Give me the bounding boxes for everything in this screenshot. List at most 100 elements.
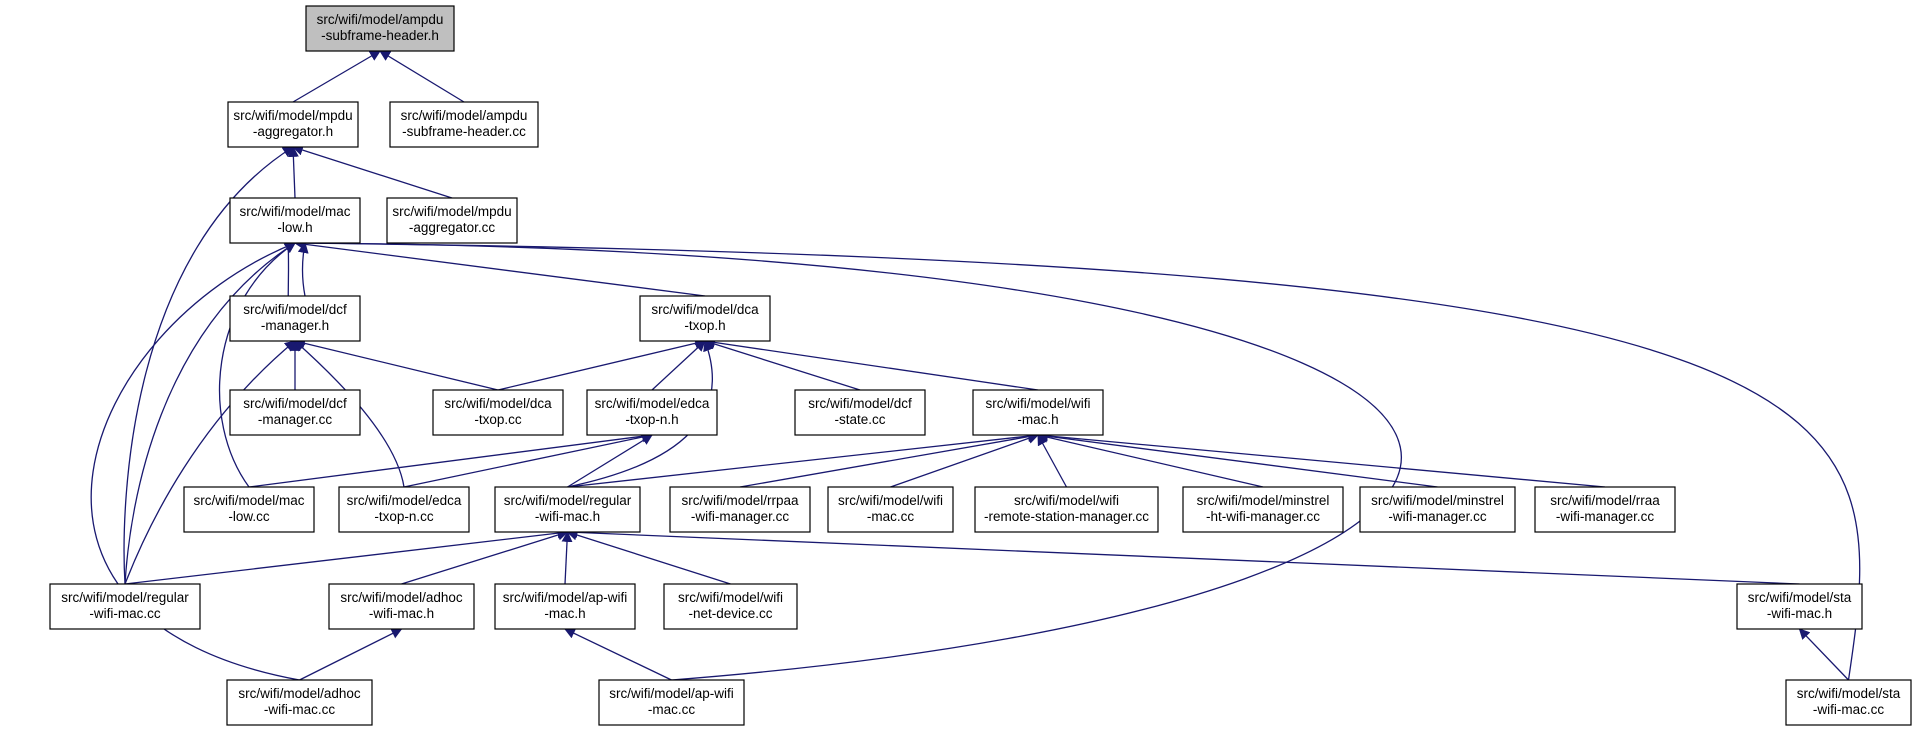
edge-dca_cc-to-dcfmgr_h <box>293 337 499 391</box>
edge-ampdu_cc-to-ampdu_h <box>379 50 465 103</box>
edge-maclow_cc-to-edca_h <box>248 430 654 488</box>
edge-regular_cc-to-maclow_h <box>124 242 296 585</box>
file-node-rrpaa_cc[interactable]: src/wifi/model/rrpaa-wifi-manager.cc <box>669 486 811 533</box>
file-node-label: src/wifi/model/ap-wifi <box>503 590 628 605</box>
file-node-box <box>226 679 373 726</box>
file-node-ap_cc[interactable]: src/wifi/model/ap-wifi-mac.cc <box>598 679 745 726</box>
edge-wifimac_h-to-dca_h <box>703 336 1039 391</box>
file-node-label: src/wifi/model/adhoc <box>238 686 361 701</box>
file-node-mpdu_agg_cc[interactable]: src/wifi/model/mpdu-aggregator.cc <box>386 197 518 244</box>
file-node-label: src/wifi/model/edca <box>595 396 710 411</box>
file-node-box <box>305 5 455 52</box>
file-node-label: -wifi-mac.cc <box>1813 702 1884 717</box>
file-node-rraa_cc[interactable]: src/wifi/model/rraa-wifi-manager.cc <box>1534 486 1676 533</box>
file-node-label: src/wifi/model/wifi <box>1014 493 1119 508</box>
file-node-wifimac_h[interactable]: src/wifi/model/wifi-mac.h <box>972 389 1104 436</box>
file-node-edca_h[interactable]: src/wifi/model/edca-txop-n.h <box>586 389 718 436</box>
file-node-label: src/wifi/model/sta <box>1797 686 1901 701</box>
file-node-wifimac_cc[interactable]: src/wifi/model/wifi-mac.cc <box>827 486 954 533</box>
file-node-label: -aggregator.h <box>253 124 333 139</box>
file-node-label: src/wifi/model/dcf <box>808 396 912 411</box>
file-node-box <box>794 389 926 436</box>
file-node-label: -txop-n.h <box>625 412 678 427</box>
file-node-label: src/wifi/model/rrpaa <box>681 493 799 508</box>
edge-regular_cc-to-regular_h <box>124 527 569 585</box>
file-node-label: src/wifi/model/edca <box>347 493 462 508</box>
file-node-dcfmgr_cc[interactable]: src/wifi/model/dcf-manager.cc <box>229 389 361 436</box>
edge-regular_cc-to-mpdu_agg_h <box>123 146 294 585</box>
file-node-regular_h[interactable]: src/wifi/model/regular-wifi-mac.h <box>494 486 641 533</box>
file-node-ap_h[interactable]: src/wifi/model/ap-wifi-mac.h <box>494 583 636 630</box>
file-node-sta_h[interactable]: src/wifi/model/sta-wifi-mac.h <box>1736 583 1863 630</box>
node-layer: src/wifi/model/ampdu-subframe-header.hsr… <box>49 5 1912 726</box>
file-node-edca_cc[interactable]: src/wifi/model/edca-txop-n.cc <box>338 486 470 533</box>
edge-sta_cc-to-sta_h <box>1798 628 1849 681</box>
file-node-adhoc_h[interactable]: src/wifi/model/adhoc-wifi-mac.h <box>328 583 475 630</box>
edge-edca_cc-to-dcfmgr_h <box>294 340 405 488</box>
file-node-dcfmgr_h[interactable]: src/wifi/model/dcf-manager.h <box>229 295 361 342</box>
file-node-box <box>227 101 359 148</box>
edge-mpdu_agg_cc-to-mpdu_agg_h <box>291 144 453 199</box>
file-node-box <box>1785 679 1912 726</box>
file-node-ampdu_cc[interactable]: src/wifi/model/ampdu-subframe-header.cc <box>389 101 539 148</box>
file-node-label: src/wifi/model/mpdu <box>233 108 352 123</box>
edge-ap_cc-to-maclow_h <box>293 237 1402 681</box>
file-node-label: src/wifi/model/mpdu <box>392 204 511 219</box>
file-node-label: -wifi-manager.cc <box>691 509 790 524</box>
file-node-label: -wifi-manager.cc <box>1556 509 1655 524</box>
file-node-dca_h[interactable]: src/wifi/model/dca-txop.h <box>639 295 771 342</box>
file-node-minstrel_cc[interactable]: src/wifi/model/minstrel-wifi-manager.cc <box>1359 486 1516 533</box>
file-node-box <box>598 679 745 726</box>
file-node-label: -wifi-mac.cc <box>264 702 335 717</box>
file-node-label: src/wifi/model/ap-wifi <box>609 686 734 701</box>
file-node-minht_cc[interactable]: src/wifi/model/minstrel-ht-wifi-manager.… <box>1182 486 1344 533</box>
file-node-label: src/wifi/model/sta <box>1748 590 1852 605</box>
file-node-dca_cc[interactable]: src/wifi/model/dca-txop.cc <box>432 389 564 436</box>
file-node-label: src/wifi/model/regular <box>61 590 189 605</box>
edge-rrpaa_cc-to-wifimac_h <box>739 431 1040 488</box>
file-node-netdev_cc[interactable]: src/wifi/model/wifi-net-device.cc <box>663 583 798 630</box>
edge-maclow_cc-to-maclow_h <box>218 242 296 488</box>
file-node-label: src/wifi/model/regular <box>504 493 632 508</box>
file-node-box <box>229 197 361 244</box>
file-node-mpdu_agg_h[interactable]: src/wifi/model/mpdu-aggregator.h <box>227 101 359 148</box>
file-node-label: src/wifi/model/ampdu <box>317 12 444 27</box>
file-node-box <box>229 389 361 436</box>
file-node-box <box>586 389 718 436</box>
file-node-box <box>494 583 636 630</box>
file-node-rsm_cc[interactable]: src/wifi/model/wifi-remote-station-manag… <box>974 486 1159 533</box>
file-node-box <box>389 101 539 148</box>
edge-regular_cc-to-dcfmgr_h <box>124 340 296 585</box>
file-node-box <box>1182 486 1344 533</box>
file-node-box <box>639 295 771 342</box>
file-node-ampdu_h[interactable]: src/wifi/model/ampdu-subframe-header.h <box>305 5 455 52</box>
file-node-box <box>1736 583 1863 630</box>
file-node-box <box>386 197 518 244</box>
file-node-sta_cc[interactable]: src/wifi/model/sta-wifi-mac.cc <box>1785 679 1912 726</box>
edge-sta_h-to-regular_h <box>566 526 1800 585</box>
file-node-box <box>183 486 315 533</box>
file-node-label: -txop.h <box>684 318 725 333</box>
file-node-label: -ht-wifi-manager.cc <box>1206 509 1320 524</box>
edge-dca_h-to-maclow_h <box>293 238 706 297</box>
file-node-dcfstate_cc[interactable]: src/wifi/model/dcf-state.cc <box>794 389 926 436</box>
file-node-label: -aggregator.cc <box>409 220 496 235</box>
edge-rraa_cc-to-wifimac_h <box>1036 430 1606 488</box>
file-node-label: src/wifi/model/wifi <box>838 493 943 508</box>
file-node-adhoc_cc[interactable]: src/wifi/model/adhoc-wifi-mac.cc <box>226 679 373 726</box>
edge-dcfmgr_h-to-maclow_h <box>297 241 309 297</box>
file-node-label: src/wifi/model/wifi <box>985 396 1090 411</box>
file-node-box <box>494 486 641 533</box>
edge-minht_cc-to-wifimac_h <box>1036 431 1264 488</box>
file-node-label: -net-device.cc <box>688 606 772 621</box>
edge-mpdu_agg_h-to-ampdu_h <box>292 50 381 103</box>
file-node-label: src/wifi/model/mac <box>239 204 350 219</box>
file-node-label: src/wifi/model/dcf <box>243 396 347 411</box>
file-node-maclow_h[interactable]: src/wifi/model/mac-low.h <box>229 197 361 244</box>
file-node-label: -mac.h <box>1017 412 1058 427</box>
file-node-regular_cc[interactable]: src/wifi/model/regular-wifi-mac.cc <box>49 583 201 630</box>
edge-dcfstate_cc-to-dca_h <box>703 338 861 391</box>
file-node-label: -wifi-mac.h <box>369 606 434 621</box>
file-node-maclow_cc[interactable]: src/wifi/model/mac-low.cc <box>183 486 315 533</box>
edge-maclow_h-to-mpdu_agg_h <box>287 145 299 199</box>
